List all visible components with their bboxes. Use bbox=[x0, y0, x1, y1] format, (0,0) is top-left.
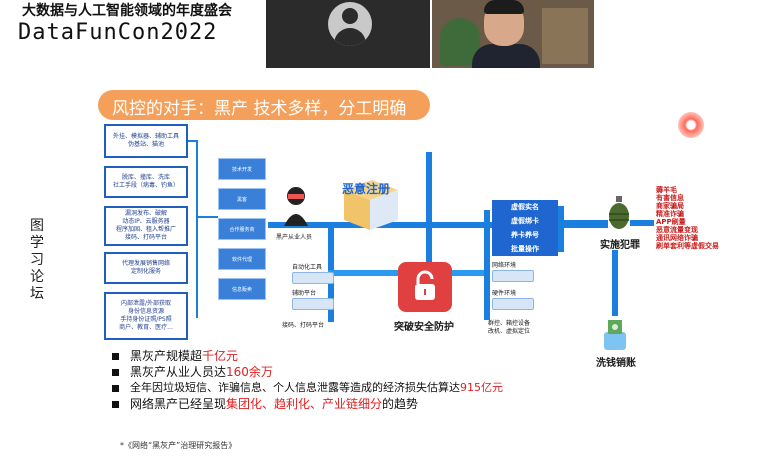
batch-op-label: 批量操作 bbox=[492, 242, 558, 256]
connector-vertical bbox=[196, 140, 198, 318]
slide-title: 风控的对手：黑产 技术多样，分工明确 bbox=[112, 99, 407, 119]
avatar-icon bbox=[328, 2, 372, 46]
mid-box-hacker: 黑客 bbox=[218, 188, 266, 210]
bullet-item: 全年因垃圾短信、诈骗信息、个人信息泄露等造成的经济损失估算达915亿元 bbox=[112, 380, 592, 396]
mid-box-agent: 软件代理 bbox=[218, 248, 266, 270]
crime-type-item: 有害信息 bbox=[656, 194, 684, 202]
crime-type-item: APP刷量 bbox=[656, 218, 686, 226]
tool-label-code: 接码、打码平台 bbox=[282, 322, 325, 329]
lock-label: 突破安全防护 bbox=[394, 322, 454, 333]
shelf-image bbox=[542, 8, 588, 64]
crime-type-item: 通讯网络诈骗 bbox=[656, 234, 698, 242]
bullet-highlight: 915亿元 bbox=[460, 381, 503, 394]
left-box-2: 脱库、撞库、洗库 社工手段（病毒、钓鱼） bbox=[104, 166, 188, 198]
fake-realname-label: 虚假实名 bbox=[492, 200, 558, 214]
mid-box-info-seller: 信息贩卖 bbox=[218, 278, 266, 300]
bullet-highlight: 集团化、趋利化、产业链细分 bbox=[226, 397, 383, 411]
env-label-hardware: 硬件环境 bbox=[492, 290, 517, 297]
pipe-to-list bbox=[630, 220, 654, 226]
bullet-item: 网络黑产已经呈现集团化、趋利化、产业链细分的趋势 bbox=[112, 396, 592, 412]
launder-label: 洗钱销账 bbox=[596, 358, 636, 369]
pipe-down-money bbox=[612, 250, 618, 316]
laser-pointer-dot bbox=[678, 112, 704, 138]
crime-type-item: 恶意流量变现 bbox=[656, 226, 698, 234]
pipe-from-lock bbox=[452, 270, 490, 276]
lock-icon bbox=[415, 270, 435, 300]
crime-type-item: 刷单套利等虚假交易 bbox=[656, 242, 719, 250]
hacker-label: 黑产从业人员 bbox=[276, 234, 313, 241]
left-box-5: 内部泄露/外部获取 身份信息资源 手持身份证照/PS照 商户、教育、医疗... bbox=[104, 292, 188, 340]
cube-icon bbox=[344, 180, 398, 230]
bullet-text: 黑灰产规模超 bbox=[130, 349, 203, 363]
mid-box-partner: 合作服务商 bbox=[218, 218, 266, 240]
bullet-text: 黑灰产从业人员达 bbox=[130, 365, 227, 379]
pipe-right-vertical bbox=[484, 210, 490, 320]
hacker-icon bbox=[284, 187, 308, 226]
left-box-1: 外挂、模拟器、辅助工具 伪基站、猫池 bbox=[104, 124, 188, 158]
participant-video-tile[interactable] bbox=[432, 0, 594, 68]
participant-tile-placeholder[interactable] bbox=[266, 0, 430, 68]
crime-type-item: 精准诈骗 bbox=[656, 210, 684, 218]
crime-type-item: 商家骗局 bbox=[656, 202, 684, 210]
crime-type-item: 薅羊毛 bbox=[656, 186, 677, 194]
fake-card-label: 虚假绑卡 bbox=[492, 214, 558, 228]
money-laundering-icon bbox=[604, 320, 626, 350]
forum-side-label: 图学习论坛 bbox=[30, 218, 44, 302]
pipe-up bbox=[426, 152, 432, 262]
tool-label-auto: 自动化工具 bbox=[292, 264, 323, 271]
pipe-stack bbox=[558, 206, 564, 252]
connector-1 bbox=[188, 140, 198, 142]
crime-type-list: 薅羊毛 有害信息 商家骗局 精准诈骗 APP刷量 恶意流量变现 通讯网络诈骗 刷… bbox=[656, 186, 719, 250]
env-pill-1 bbox=[492, 270, 534, 282]
connector-to-mid bbox=[198, 216, 218, 218]
env-label-devices: 群控、箱控设备 改机、虚拟定位 bbox=[488, 320, 531, 335]
left-box-4: 代理发展销售网络 定制化服务 bbox=[104, 252, 188, 284]
tool-pill-1 bbox=[292, 272, 334, 284]
left-box-3: 漏洞发布、破解 动态IP、云服务器 程序加固、租入帮推广 接码、打码平台 bbox=[104, 206, 188, 246]
bullet-item: 黑灰产规模超千亿元 bbox=[112, 348, 592, 364]
env-label-network: 网络环境 bbox=[492, 262, 517, 269]
pipe-to-lock bbox=[328, 270, 398, 276]
conference-title: DataFunCon2022 bbox=[18, 20, 218, 45]
crime-label: 实施犯罪 bbox=[600, 240, 640, 251]
speaker-body-image bbox=[472, 44, 540, 68]
tool-pill-2 bbox=[292, 298, 334, 310]
footnote: *《网络“黑灰产”治理研究报告》 bbox=[120, 441, 237, 450]
bullet-item: 黑灰产从业人员达160余万 bbox=[112, 364, 592, 380]
mid-box-tech-dev: 技术开发 bbox=[218, 158, 266, 180]
pipe-to-crime bbox=[564, 220, 608, 226]
slide-title-pill bbox=[98, 90, 430, 120]
conference-subtitle: 大数据与人工智能领域的年度盛会 bbox=[22, 3, 232, 19]
tool-label-aux: 辅助平台 bbox=[292, 290, 317, 297]
bullet-text: 网络黑产已经呈现 bbox=[130, 397, 227, 411]
bullet-suffix: 的趋势 bbox=[382, 397, 419, 411]
grenade-icon bbox=[609, 196, 629, 229]
card-account-label: 养卡养号 bbox=[492, 228, 558, 242]
cube-label: 恶意注册 bbox=[342, 182, 391, 196]
bullet-list: 黑灰产规模超千亿元 黑灰产从业人员达160余万 全年因垃圾短信、诈骗信息、个人信… bbox=[112, 348, 592, 412]
speaker-hair-image bbox=[484, 0, 524, 14]
main-pipe bbox=[268, 222, 608, 228]
bullet-text: 全年因垃圾短信、诈骗信息、个人信息泄露等造成的经济损失估算达 bbox=[130, 381, 460, 394]
bullet-highlight: 160余万 bbox=[226, 365, 273, 379]
bullet-highlight: 千亿元 bbox=[202, 349, 239, 363]
env-pill-2 bbox=[492, 298, 534, 310]
